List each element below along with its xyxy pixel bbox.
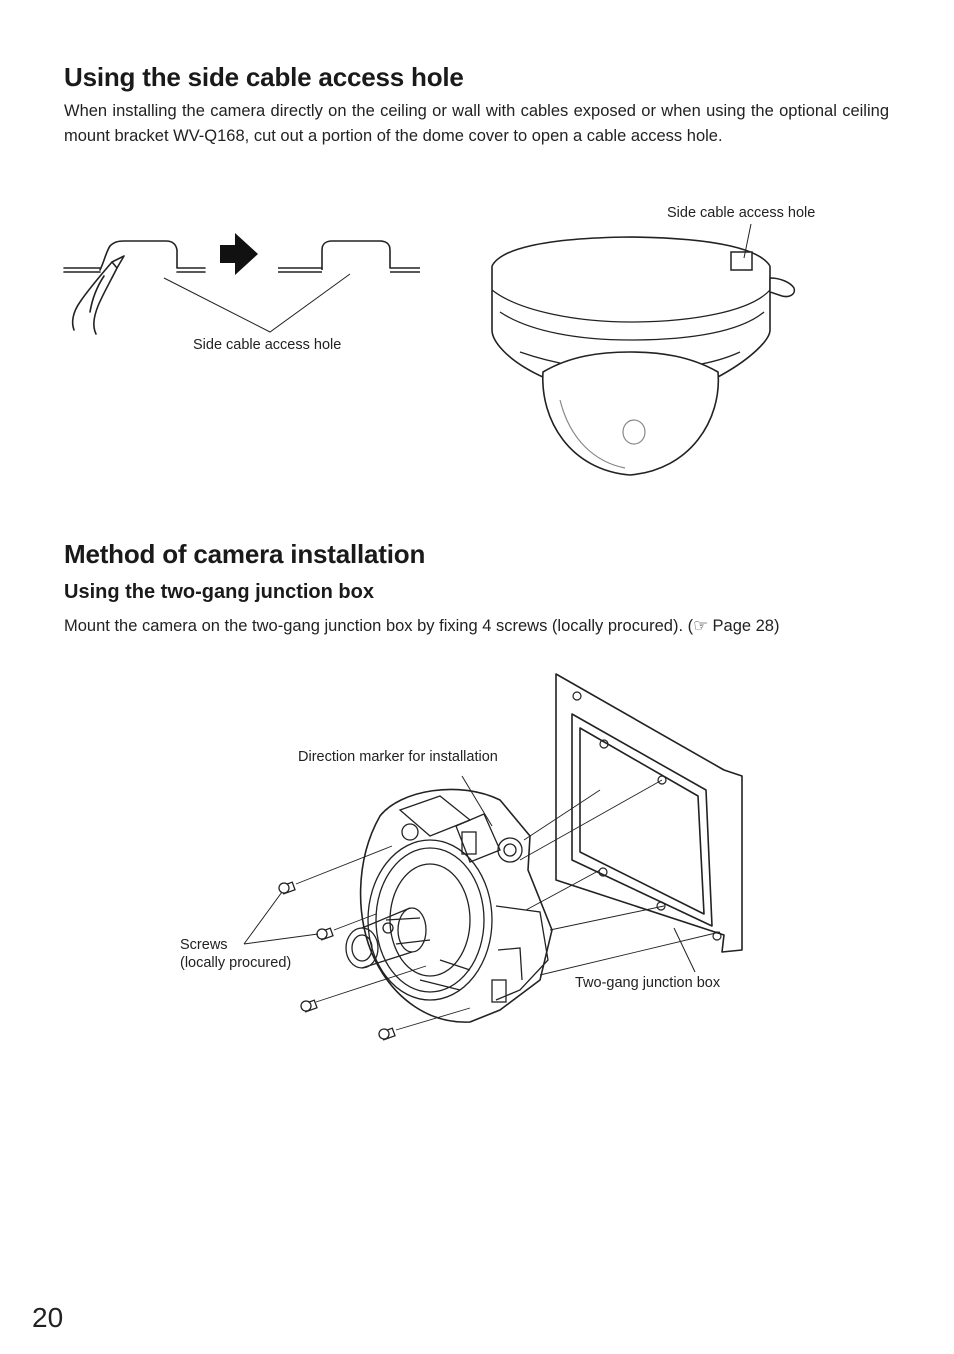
two-gang-paragraph: Mount the camera on the two-gang junctio… xyxy=(64,617,780,635)
section-heading-cable-hole: Using the side cable access hole xyxy=(64,62,464,92)
arrow-right-icon xyxy=(220,233,258,275)
direction-marker-label: Direction marker for installation xyxy=(298,749,498,765)
junction-box-label: Two-gang junction box xyxy=(575,975,721,991)
screws-label-sub: (locally procured) xyxy=(180,955,292,971)
page-number: 20 xyxy=(32,1302,64,1333)
side-cable-hole-label-right: Side cable access hole xyxy=(667,205,816,221)
cable-hole-paragraph: When installing the camera directly on t… xyxy=(64,102,889,145)
screws-label: Screws xyxy=(180,937,228,953)
side-cable-hole-label-left: Side cable access hole xyxy=(193,337,342,353)
screws xyxy=(278,881,396,1041)
subheading-two-gang: Using the two-gang junction box xyxy=(64,581,374,603)
dome-cover xyxy=(542,351,720,476)
section-heading-installation: Method of camera installation xyxy=(64,539,426,569)
